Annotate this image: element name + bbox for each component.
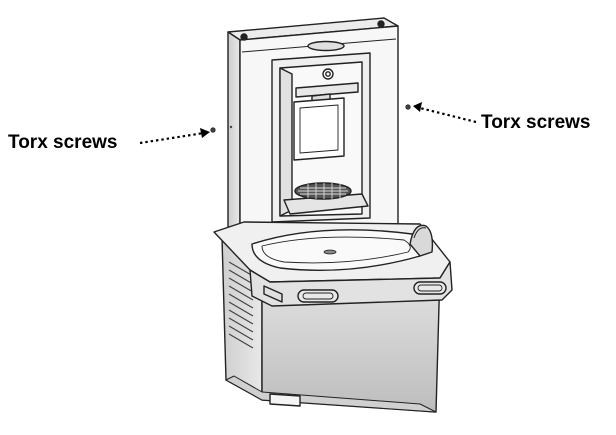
torx-screw-left [210,127,216,133]
callout-label-right: Torx screws [481,112,591,133]
torx-screw-right [405,104,411,110]
push-bar-right [413,281,447,295]
bottle-filler-tower [210,17,411,233]
fountain-base-unit [213,221,453,413]
nozzle-housing [295,82,359,98]
top-screw-right [377,20,385,28]
callout-arrow-left [139,128,210,145]
top-screw-left [240,33,248,41]
callout-arrow-right [413,102,477,124]
vent-slats [228,261,254,349]
recess-back-panel [293,97,345,161]
basin-drain [323,249,337,255]
callout-label-left: Torx screws [8,132,118,153]
tower-side-face [227,31,241,233]
push-bar-side [263,285,283,303]
cabinet-label-plate [269,393,301,407]
sensor-badge [307,40,345,52]
push-bar-left [297,289,339,303]
